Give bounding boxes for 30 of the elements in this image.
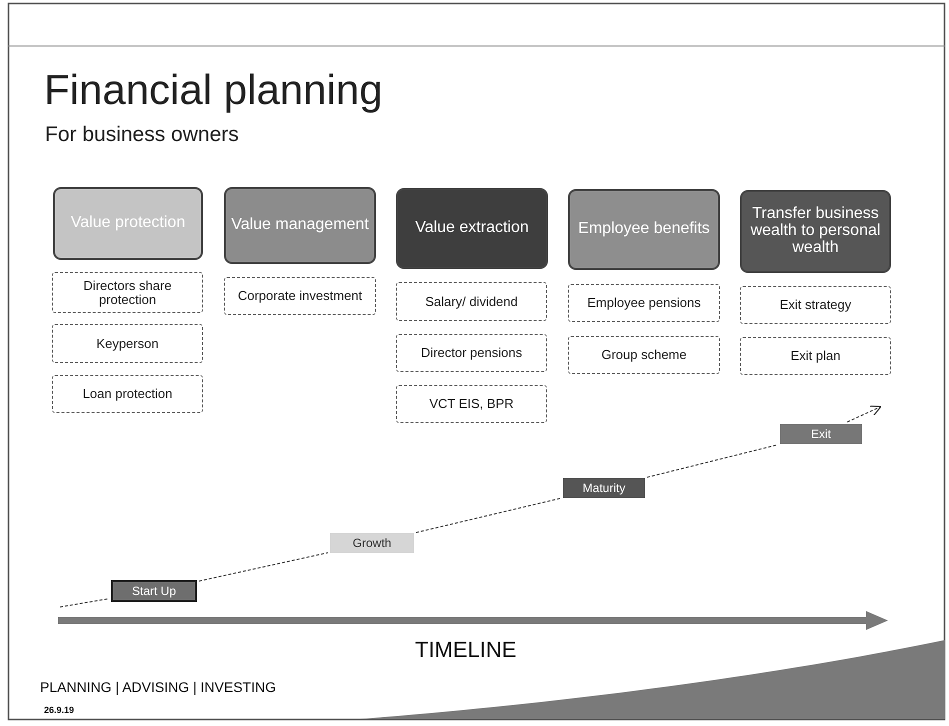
category-header-box: Transfer business wealth to personal wealth	[740, 190, 891, 273]
service-box: Group scheme	[568, 336, 720, 374]
category-header-box: Employee benefits	[568, 189, 720, 270]
slide-subtitle: For business owners	[45, 123, 239, 147]
slide-date: 26.9.19	[44, 705, 74, 715]
service-box: Exit plan	[740, 337, 891, 375]
service-box: Salary/ dividend	[396, 282, 547, 321]
category-header-box: Value management	[224, 187, 376, 264]
slide-title: Financial planning	[44, 66, 383, 114]
service-box: VCT EIS, BPR	[396, 385, 547, 423]
stage-label-box: Exit	[780, 424, 862, 444]
dashed-connector	[846, 406, 882, 422]
dashed-connector	[198, 552, 328, 582]
service-box: Keyperson	[52, 324, 203, 363]
stage-label-box: Growth	[330, 533, 414, 553]
service-box: Corporate investment	[224, 277, 376, 315]
category-header-box: Value extraction	[396, 188, 548, 269]
dashed-connector	[416, 498, 562, 534]
footer-tagline: PLANNING | ADVISING | INVESTING	[40, 679, 276, 695]
service-box: Loan protection	[52, 375, 203, 413]
stage-label-box: Maturity	[563, 478, 645, 498]
category-header-box: Value protection	[53, 187, 203, 260]
dashed-connector	[646, 444, 778, 478]
dashed-connector	[60, 598, 110, 608]
service-box: Employee pensions	[568, 284, 720, 322]
stage-label-box: Start Up	[111, 580, 197, 602]
service-box: Exit strategy	[740, 286, 891, 324]
timeline-label: TIMELINE	[415, 637, 516, 663]
service-box: Directors share protection	[52, 272, 203, 313]
service-box: Director pensions	[396, 334, 547, 372]
